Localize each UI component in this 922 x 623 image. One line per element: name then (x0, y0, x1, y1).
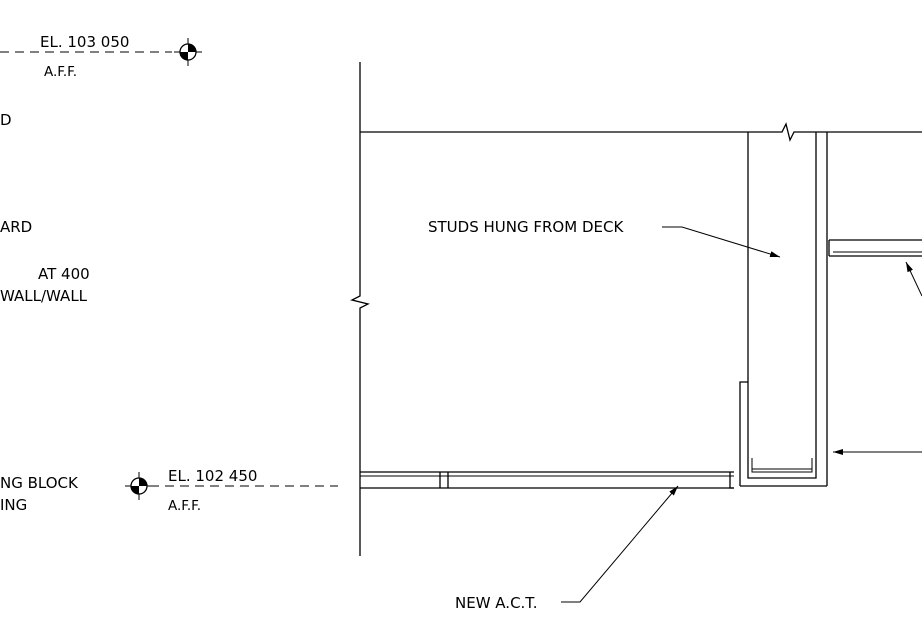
elevation-sub-bottom: A.F.F. (168, 498, 201, 514)
note-fragment-2: ARD (0, 218, 32, 236)
elevation-marker-top: EL. 103 050 A.F.F. (0, 33, 202, 80)
elevation-target-icon (125, 472, 153, 500)
right-ceiling (828, 239, 922, 257)
note-fragment-4a: NG BLOCK (0, 474, 79, 492)
note-fragment-3a: AT 400 (38, 265, 90, 283)
elevation-target-icon (174, 38, 202, 66)
note-fragment-3b: WALL/WALL (0, 287, 88, 305)
elevation-label-top: EL. 103 050 (40, 33, 129, 51)
note-fragment-1: D (0, 111, 12, 129)
deck-line (360, 122, 922, 142)
wall-break-line (350, 62, 370, 556)
note-fragment-4b: ING (0, 496, 27, 514)
section-detail (350, 62, 922, 556)
callout-studs-leader (662, 226, 781, 258)
callout-studs-text: STUDS HUNG FROM DECK (428, 218, 624, 236)
callout-studs: STUDS HUNG FROM DECK (428, 218, 781, 258)
stud-track (747, 458, 817, 479)
elevation-label-bottom: EL. 102 450 (168, 467, 257, 485)
callout-act-text: NEW A.C.T. (455, 594, 537, 612)
elevation-sub-top: A.F.F. (44, 64, 77, 80)
leader-right-upper (905, 261, 922, 297)
bulkhead-return (739, 381, 748, 486)
stud-channel (751, 458, 813, 473)
callout-act-leader (561, 485, 679, 603)
callout-act: NEW A.C.T. (455, 485, 679, 612)
acoustic-ceiling (360, 471, 734, 489)
elevation-marker-bottom: EL. 102 450 A.F.F. (125, 467, 338, 514)
